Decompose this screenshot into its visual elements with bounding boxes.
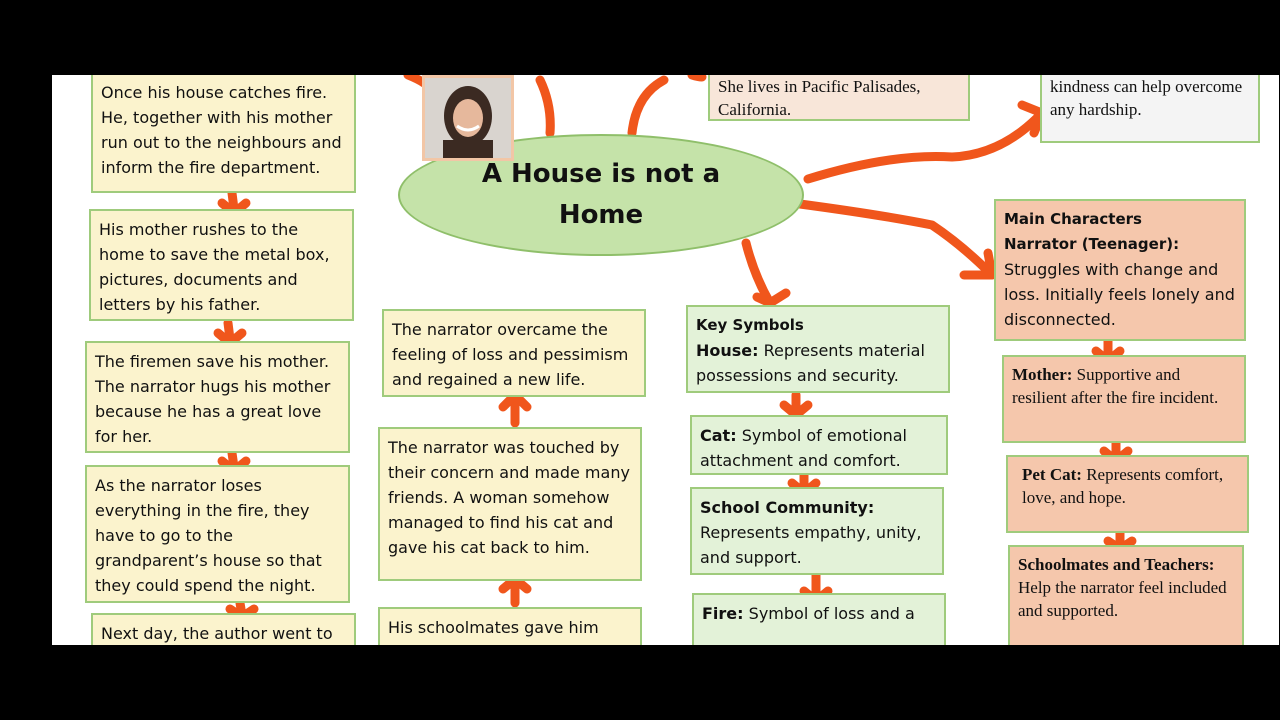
key-symbols-heading: Key Symbols [696, 313, 940, 338]
connector-arrow [757, 293, 786, 303]
plot-event-text: His mother rushes to the home to save th… [99, 220, 330, 314]
narrator-label: Narrator (Teenager): [1004, 232, 1236, 257]
connector-arrow [692, 75, 702, 77]
main-characters-heading: Main Characters [1004, 207, 1236, 232]
title-text: A House is not a Home [481, 154, 721, 236]
mother-label: Mother: [1012, 365, 1072, 384]
plot-event-5: Next day, the author went to [91, 613, 356, 645]
connector-arrow [540, 80, 550, 133]
plot-event-text: As the narrator loses everything in the … [95, 476, 322, 595]
connector-arrow [800, 204, 992, 275]
pet-cat-label: Pet Cat: [1022, 465, 1082, 484]
author-info-box: She lives in Pacific Palisades, Californ… [708, 75, 970, 121]
theme-box: kindness can help overcome any hardship. [1040, 75, 1260, 143]
mind-map-canvas: A House is not a Home Once his house cat… [52, 75, 1279, 645]
plot-event-2: His mother rushes to the home to save th… [89, 209, 354, 321]
key-symbols-box: Key Symbols House: Represents material p… [686, 305, 950, 393]
house-label: House: [696, 341, 759, 360]
connector-arrow [632, 80, 664, 133]
plot-event-text: The firemen save his mother. The narrato… [95, 352, 330, 446]
connector-arrow [808, 113, 1042, 179]
teachers-label: Schoolmates and Teachers: [1018, 555, 1214, 574]
fire-text: Symbol of loss and a [749, 604, 915, 623]
pet-cat-box: Pet Cat: Represents comfort, love, and h… [1006, 455, 1249, 533]
plot-event-1: Once his house catches fire. He, togethe… [91, 75, 356, 193]
plot-event-3: The firemen save his mother. The narrato… [85, 341, 350, 453]
schoolmates-text: His schoolmates gave him [388, 618, 599, 637]
schoolmates-box: His schoolmates gave him [378, 607, 642, 645]
teachers-text: Help the narrator feel included and supp… [1018, 578, 1227, 620]
outcome-text: The narrator overcame the feeling of los… [392, 320, 628, 389]
narrator-text: Struggles with change and loss. Initiall… [1004, 257, 1236, 332]
fire-label: Fire: [702, 604, 744, 623]
outcome-box: The narrator overcame the feeling of los… [382, 309, 646, 397]
schoolmates-teachers-box: Schoolmates and Teachers: Help the narra… [1008, 545, 1244, 645]
narrator-touched-text: The narrator was touched by their concer… [388, 438, 630, 557]
narrator-touched-box: The narrator was touched by their concer… [378, 427, 642, 581]
cat-label: Cat: [700, 426, 737, 445]
portrait-image [425, 78, 511, 158]
school-community-box: School Community: Represents empathy, un… [690, 487, 944, 575]
plot-event-4: As the narrator loses everything in the … [85, 465, 350, 603]
plot-event-text: Once his house catches fire. He, togethe… [101, 83, 342, 177]
school-community-label: School Community: [700, 495, 934, 520]
mother-box: Mother: Supportive and resilient after t… [1002, 355, 1246, 443]
main-characters-box: Main Characters Narrator (Teenager): Str… [994, 199, 1246, 341]
author-info-text: She lives in Pacific Palisades, Californ… [718, 77, 921, 119]
cat-symbol-box: Cat: Symbol of emotional attachment and … [690, 415, 948, 475]
theme-text: kindness can help overcome any hardship. [1050, 77, 1242, 119]
author-photo [422, 75, 514, 161]
fire-symbol-box: Fire: Symbol of loss and a [692, 593, 946, 645]
school-community-text: Represents empathy, unity, and support. [700, 520, 934, 570]
plot-event-text: Next day, the author went to [101, 624, 333, 643]
